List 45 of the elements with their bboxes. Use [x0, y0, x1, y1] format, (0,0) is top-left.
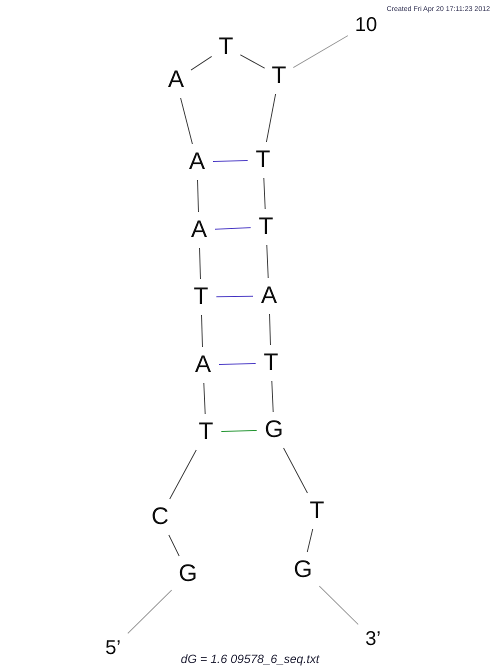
backbone-line [168, 534, 180, 556]
base-letter: A [187, 215, 211, 245]
backbone-line [306, 528, 314, 552]
base-letter: C [147, 502, 173, 532]
backbone-line [269, 314, 271, 346]
leader-line [292, 35, 348, 68]
base-letter: A [191, 350, 215, 380]
backbone-line [240, 54, 266, 69]
backbone-line [197, 180, 199, 212]
strand-end-line [127, 590, 172, 634]
backbone-line [201, 314, 203, 348]
base-letter: T [194, 417, 218, 447]
base-letter: A [185, 147, 209, 177]
backbone-line [199, 248, 201, 280]
caption: dG = 1.6 09578_6_seq.txt [180, 653, 320, 666]
backbone-line [263, 178, 266, 210]
base-letter: T [190, 282, 212, 312]
base-letter: T [252, 145, 274, 175]
backbone-line [180, 98, 193, 144]
base-letter: G [260, 415, 288, 445]
strand-end-label: 3’ [361, 626, 385, 652]
base-letter: T [306, 496, 328, 526]
base-pair-line [216, 296, 254, 298]
base-letter: G [174, 559, 202, 589]
base-letter: A [164, 65, 188, 95]
base-pair-line [214, 227, 252, 230]
position-number: 10 [350, 12, 382, 38]
base-letter: T [254, 212, 278, 242]
base-pair-line [212, 160, 248, 162]
base-letter: T [268, 61, 290, 91]
backbone-line [169, 450, 197, 500]
base-letter: T [260, 348, 282, 378]
strand-end-label: 5’ [101, 635, 125, 661]
backbone-line [266, 244, 269, 278]
base-letter: G [290, 555, 316, 585]
base-letter: A [257, 281, 281, 311]
strand-end-line [318, 586, 359, 625]
base-pair-line [218, 362, 256, 366]
backbone-line [190, 56, 212, 71]
backbone-line [203, 382, 206, 414]
backbone-line [271, 380, 274, 412]
backbone-line [283, 448, 308, 494]
base-letter: T [214, 32, 238, 62]
base-pair-line [220, 430, 258, 432]
backbone-line [266, 94, 276, 142]
